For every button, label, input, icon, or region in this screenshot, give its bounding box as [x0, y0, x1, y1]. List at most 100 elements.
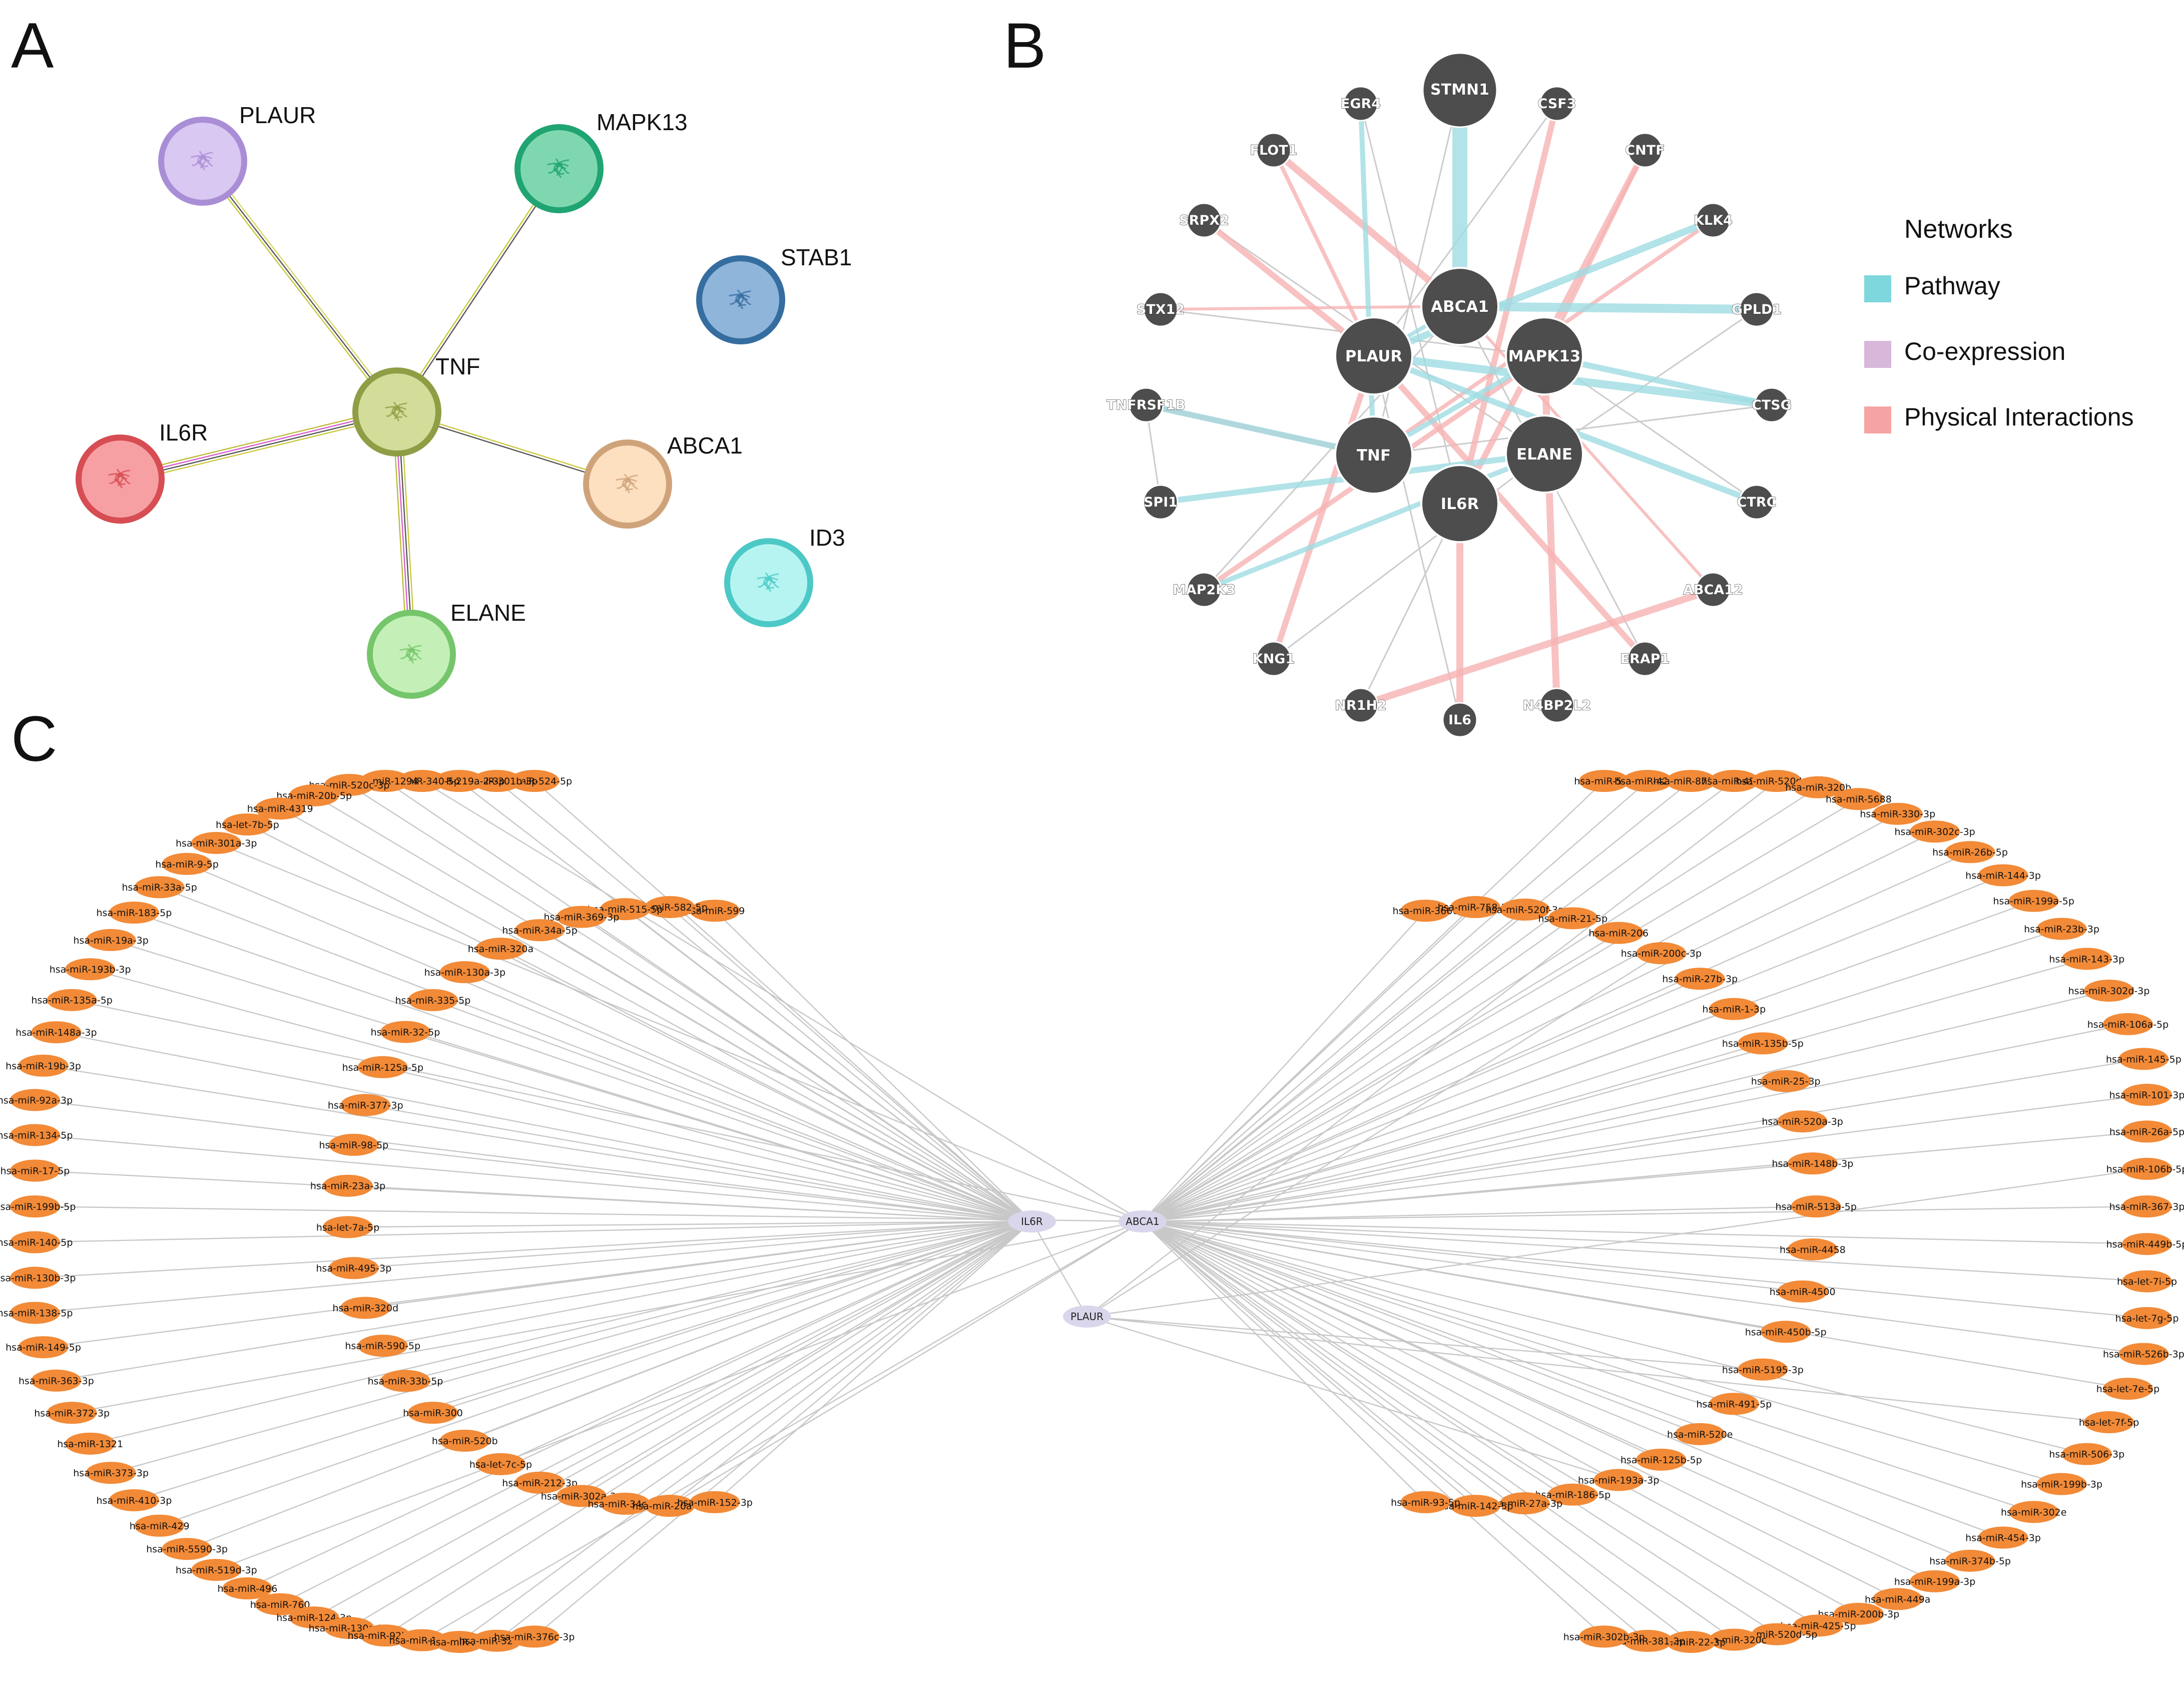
- mirna-label: hsa-miR-23b-3p: [2024, 924, 2099, 935]
- mirna-label: hsa-miR-300: [403, 1408, 463, 1419]
- mirna-node-hsa-mir-25-3p: hsa-miR-25-3p: [1751, 1070, 1821, 1092]
- mirna-ellipse: [1666, 1630, 1716, 1653]
- mirna-label: hsa-miR-450b-5p: [1745, 1327, 1827, 1338]
- mirna-edge: [421, 780, 1143, 1222]
- mirna-label: hsa-miR-4458: [1780, 1244, 1846, 1255]
- mirna-edge: [72, 999, 1143, 1222]
- mirna-edge: [1142, 1220, 2003, 1538]
- mirna-label: hsa-miR-9-5p: [155, 859, 219, 870]
- mirna-label: hsa-miR-496: [218, 1583, 278, 1594]
- mirna-edge: [432, 1220, 1032, 1414]
- mirna-edge: [365, 1220, 1032, 1309]
- mirna-edge: [1142, 1220, 1701, 1435]
- mirna-node-hsa-mir-135a-5p: hsa-miR-135a-5p: [31, 989, 113, 1011]
- mirna-node-hsa-mir-125b-5p: hsa-miR-125b-5p: [1620, 1448, 1702, 1471]
- mirna-label: hsa-miR-148a-3p: [16, 1027, 97, 1038]
- protein-structure-icon: [108, 469, 131, 489]
- mirna-ellipse: [10, 1089, 60, 1111]
- mirna-label: hsa-miR-125a-5p: [342, 1062, 423, 1073]
- mirna-node-hsa-mir-367-3p: hsa-miR-367-3p: [2109, 1195, 2184, 1217]
- genemania-node-spi1: [1143, 484, 1179, 520]
- mirna-edge: [581, 916, 1032, 1222]
- mirna-edge: [1142, 1220, 1735, 1405]
- mirna-edge: [1142, 852, 1971, 1222]
- mirna-hub-label: IL6R: [1021, 1215, 1043, 1227]
- protein-ribbon: [737, 289, 752, 305]
- mirna-label: hsa-miR-183-5p: [97, 908, 172, 919]
- pathway-edge: [1372, 217, 1715, 359]
- mirna-ellipse: [1910, 1570, 1960, 1592]
- mirna-node-hsa-mir-300: hsa-miR-300: [403, 1402, 463, 1424]
- mirna-hub-plaur: PLAUR: [1063, 1306, 1111, 1328]
- mirna-label: hsa-miR-451a: [1701, 776, 1767, 787]
- mirna-ellipse: [255, 1593, 305, 1615]
- mirna-label: hsa-miR-135b-5p: [1722, 1038, 1804, 1049]
- mirna-node-hsa-mir-506-3p: hsa-miR-506-3p: [2049, 1443, 2124, 1465]
- mirna-label: hsa-miR-130b-3p: [0, 1273, 76, 1284]
- mirna-edge: [43, 1065, 1032, 1222]
- mirna-edge: [1142, 1220, 1573, 1495]
- ppi-node-label: ELANE: [450, 600, 526, 626]
- mirna-label: hsa-miR-301a-3p: [176, 838, 257, 849]
- mirna-edge: [1142, 780, 1692, 1222]
- mirna-label: hsa-miR-491-5p: [1696, 1399, 1772, 1410]
- mirna-edge: [1142, 1221, 1525, 1504]
- mirna-ellipse: [407, 1402, 458, 1424]
- mirna-node-hsa-mir-4500: hsa-miR-4500: [1770, 1280, 1836, 1303]
- mirna-ellipse: [328, 1133, 379, 1156]
- mirna-ellipse: [134, 876, 185, 899]
- mirna-edge: [669, 1220, 1143, 1507]
- mirna-edge: [349, 1220, 1032, 1629]
- mirna-node-hsa-mir-125a-5p: hsa-miR-125a-5p: [342, 1056, 423, 1078]
- mirna-edge: [1142, 1023, 2128, 1222]
- mirna-node-hsa-mir-143-3p: hsa-miR-143-3p: [2049, 948, 2124, 970]
- protein-ribbon: [199, 151, 214, 167]
- genemania-hub-label: PLAUR: [1345, 347, 1403, 365]
- mirna-ellipse: [690, 900, 740, 922]
- mirna-label: hsa-miR-140-5p: [0, 1237, 73, 1248]
- mirna-ellipse: [340, 1094, 391, 1116]
- mirna-label: hsa-miR-599: [685, 906, 745, 917]
- protein-ribbon: [408, 645, 422, 664]
- mirna-ellipse: [324, 773, 374, 796]
- ppi-edge-tnf-il6r: [121, 415, 398, 484]
- genemania-hub-label: TNF: [1357, 447, 1391, 465]
- mirna-node-hsa-mir-26a-5p: hsa-miR-26a-5p: [2109, 1120, 2184, 1143]
- mirna-edge: [56, 1220, 1032, 1382]
- mirna-label: hsa-miR-20b-5p: [276, 790, 352, 801]
- ppi-node-il6r: IL6R: [76, 419, 208, 524]
- mirna-node-hsa-let-7g-5p: hsa-let-7g-5p: [2115, 1307, 2178, 1329]
- mirna-label: hsa-miR-363-3p: [19, 1376, 94, 1387]
- ppi-node-id3: ID3: [724, 525, 845, 627]
- mirna-edge: [1142, 1220, 1935, 1582]
- mirna-label: hsa-miR-520a-3p: [1762, 1116, 1843, 1127]
- mirna-ellipse: [47, 989, 97, 1011]
- mirna-edge: [90, 1220, 1032, 1445]
- mirna-edge: [1142, 932, 1619, 1222]
- genemania-node-label: CSF3: [1538, 96, 1576, 112]
- mirna-edge: [496, 1221, 1032, 1641]
- mirna-ellipse: [397, 1629, 447, 1651]
- mirna-edge: [1142, 1220, 2087, 1455]
- mirna-ellipse: [2122, 1307, 2172, 1329]
- mirna-node-hsa-mir-320c: hsa-miR-320c: [1702, 1628, 1767, 1651]
- mirna-edge: [669, 907, 1032, 1222]
- mirna-edge: [349, 784, 1032, 1222]
- genemania-hub-mapk13: [1505, 316, 1584, 395]
- ppi-node-circle: [583, 440, 672, 529]
- mirna-label: hsa-let-7a-5p: [316, 1222, 379, 1233]
- mirna-node-hsa-mir-320d: hsa-miR-320d: [332, 1297, 398, 1319]
- mirna-ellipse: [47, 1402, 97, 1424]
- mirna-node-hsa-mir-33a-5p: hsa-miR-33a-5p: [122, 876, 197, 899]
- mirna-ellipse: [600, 898, 651, 921]
- mirna-label: hsa-miR-199b-5p: [0, 1201, 76, 1212]
- mirna-ellipse: [1622, 770, 1673, 792]
- mirna-label: hsa-miR-515-5p: [588, 904, 663, 915]
- mirna-node-hsa-mir-199a-5p: hsa-miR-199a-5p: [1993, 890, 2074, 912]
- mirna-label: hsa-miR-302e: [2001, 1507, 2066, 1518]
- mirna-ellipse: [1593, 922, 1644, 944]
- mirna-label: hsa-miR-302b-3p: [1563, 1631, 1645, 1642]
- genemania-node-abca12: [1695, 572, 1731, 608]
- mirna-label: hsa-miR-5688: [1826, 794, 1892, 805]
- mirna-ellipse: [191, 1559, 242, 1581]
